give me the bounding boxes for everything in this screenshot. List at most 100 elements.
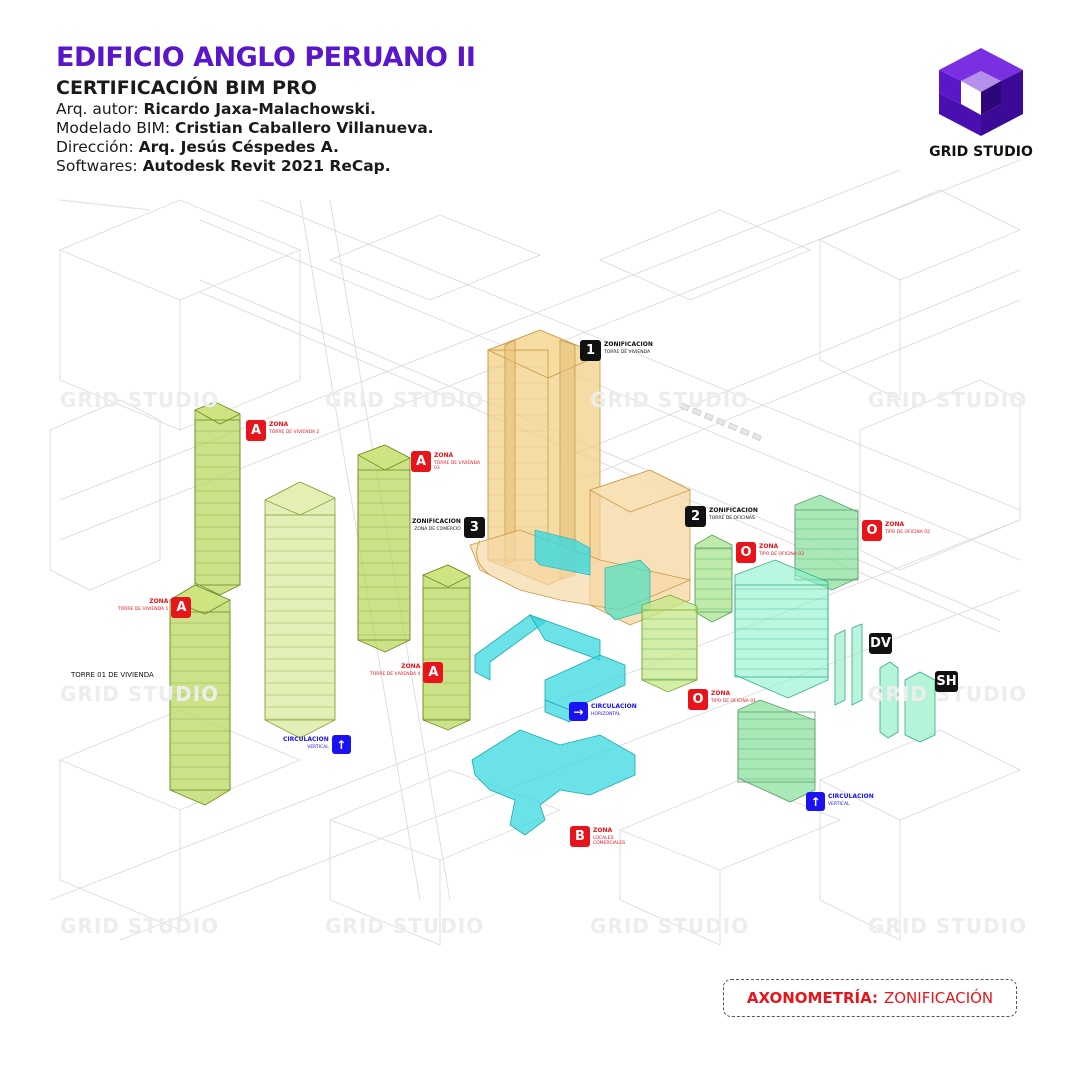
podium-cyan-cores: [534, 529, 651, 621]
caption-value: ZONIFICACIÓN: [883, 989, 994, 1007]
label-sub: ZONA DE COMERCIO: [414, 527, 461, 532]
label-zonificacion-1: 1 ZONIFICACION TORRE DE VIVIENDA: [580, 340, 653, 361]
watermark: GRID STUDIO: [60, 682, 220, 706]
torre-vivienda-2: [194, 401, 241, 596]
label-zonificacion-2: 2 ZONIFICACION TORRE DE OFICINAS: [685, 506, 758, 527]
label-heading: ZONA: [759, 543, 779, 550]
zone-badge: 2: [685, 506, 706, 527]
dv-panels: [834, 623, 863, 706]
watermark: GRID STUDIO: [325, 388, 485, 412]
label-sh: SH: [935, 671, 958, 692]
zone-badge: A: [246, 420, 266, 441]
label-heading: ZONIFICACION: [412, 518, 461, 525]
zone-badge: A: [423, 662, 444, 683]
label-zonificacion-3: ZONIFICACION ZONA DE COMERCIO 3: [412, 517, 485, 538]
caption-label: AXONOMETRÍA:: [746, 989, 878, 1007]
torre-vivienda-3: [357, 444, 411, 653]
watermark: GRID STUDIO: [590, 388, 750, 412]
oficina-lime-block: [641, 594, 698, 693]
label-heading: CIRCULACION: [828, 793, 874, 800]
watermark: GRID STUDIO: [60, 388, 220, 412]
page-title: EDIFICIO ANGLO PERUANO II: [56, 42, 476, 73]
grid-studio-cube-logo-icon: [939, 48, 1023, 136]
label-heading: ZONA: [885, 521, 905, 528]
watermark: GRID STUDIO: [590, 914, 750, 938]
dv-badge: DV: [869, 633, 892, 654]
watermark: GRID STUDIO: [868, 388, 1028, 412]
circulacion-horizontal: [471, 614, 636, 836]
arrow-right-icon: →: [569, 702, 588, 721]
label-dv: DV: [869, 633, 892, 654]
label-zona-a-torre-1: ZONA TORRE DE VIVIENDA 1 A: [118, 597, 192, 618]
credit-bim-modeling: Modelado BIM: Cristian Caballero Villanu…: [56, 119, 434, 137]
label-sub: TIPO DE OFICINA 03: [759, 552, 805, 557]
label-heading: ZONA: [434, 452, 454, 459]
view-type-caption: AXONOMETRÍA: ZONIFICACIÓN: [723, 979, 1017, 1017]
label-heading: ZONIFICACION: [604, 341, 653, 348]
label-zona-a-torre-4: ZONA TORRE DE VIVIENDA 4 A: [370, 662, 444, 683]
watermark: GRID STUDIO: [60, 914, 220, 938]
label-sub: HORIZONTAL: [591, 712, 621, 717]
oficina-01: [737, 699, 816, 803]
label-sub: LOCALES COMERCIALES: [593, 836, 626, 846]
zone-badge: O: [736, 542, 756, 563]
oficina-03: [694, 534, 733, 623]
parked-cars: [679, 402, 762, 441]
zone-badge: 3: [463, 517, 485, 538]
label-zona-a-torre-3: A ZONA TORRE DE VIVIENDA 03: [411, 451, 486, 472]
label-sub: TORRE DE OFICINAS: [709, 516, 755, 521]
credit-author: Arq. autor: Ricardo Jaxa-Malachowski.: [56, 100, 376, 118]
label-sub: TIPO DE OFICINA 01: [711, 699, 757, 704]
label-circulacion-horizontal: → CIRCULACION HORIZONTAL: [569, 702, 637, 721]
context-city: [49, 159, 1021, 946]
sh-stacks: [879, 661, 936, 743]
torre-vivienda-1: [169, 584, 231, 806]
oficina-tower-glass: [734, 559, 829, 699]
label-heading: ZONA: [711, 690, 731, 697]
label-heading: CIRCULACION: [591, 703, 637, 710]
page-subtitle: CERTIFICACIÓN BIM PRO: [56, 77, 317, 99]
arrow-up-icon: ↑: [331, 735, 351, 754]
label-sub: TORRE DE VIVIENDA 4: [370, 672, 421, 677]
label-heading: ZONA: [149, 598, 169, 605]
label-zona-a-torre-2: A ZONA TORRE DE VIVIENDA 2: [246, 420, 319, 441]
header-block: EDIFICIO ANGLO PERUANO II CERTIFICACIÓN …: [56, 42, 476, 176]
label-zona-o-oficina-02: O ZONA TIPO DE OFICINA 02: [862, 520, 930, 541]
zone-badge: O: [688, 689, 708, 710]
zone-badge: B: [570, 826, 590, 847]
label-heading: ZONA: [593, 827, 613, 834]
logo-text: GRID STUDIO: [929, 144, 1033, 160]
label-sub: TORRE DE VIVIENDA: [604, 350, 651, 355]
watermark: GRID STUDIO: [325, 914, 485, 938]
label-sub: VERTICAL: [828, 802, 850, 807]
zone-badge: A: [171, 597, 192, 618]
watermark: GRID STUDIO: [868, 914, 1028, 938]
credit-software: Softwares: Autodesk Revit 2021 ReCap.: [56, 157, 391, 175]
label-torre-01-vivienda: TORRE 01 DE VIVIENDA: [71, 671, 154, 679]
label-zona-o-oficina-03: O ZONA TIPO DE OFICINA 03: [736, 542, 804, 563]
sh-badge: SH: [935, 671, 958, 692]
torre-vivienda-central: [264, 481, 336, 739]
label-zona-b-locales: B ZONA LOCALES COMERCIALES: [570, 826, 645, 847]
credit-direction: Dirección: Arq. Jesús Céspedes A.: [56, 138, 339, 156]
label-sub: TORRE DE VIVIENDA 2: [269, 430, 320, 435]
label-sub: TORRE DE VIVIENDA 03: [434, 461, 481, 471]
label-zona-o-oficina-01: O ZONA TIPO DE OFICINA 01: [688, 689, 756, 710]
label-sub: VERTICAL: [307, 745, 329, 750]
zone-badge: 1: [580, 340, 601, 361]
arrow-up-icon: ↑: [806, 792, 825, 811]
grid-studio-logo: GRID STUDIO: [926, 44, 1036, 160]
label-heading: CIRCULACION: [283, 736, 329, 743]
zone-badge: O: [862, 520, 882, 541]
label-heading: ZONA: [269, 421, 289, 428]
label-heading: ZONIFICACION: [709, 507, 758, 514]
zone-badge: A: [411, 451, 431, 472]
label-sub: TORRE DE VIVIENDA 1: [118, 607, 169, 612]
torre-vivienda-4: [422, 564, 471, 731]
label-circulacion-vertical-2: ↑ CIRCULACION VERTICAL: [806, 792, 874, 811]
label-circulacion-vertical-1: CIRCULACION VERTICAL ↑: [283, 735, 351, 754]
label-sub: TIPO DE OFICINA 02: [885, 530, 931, 535]
label-heading: ZONA: [401, 663, 421, 670]
